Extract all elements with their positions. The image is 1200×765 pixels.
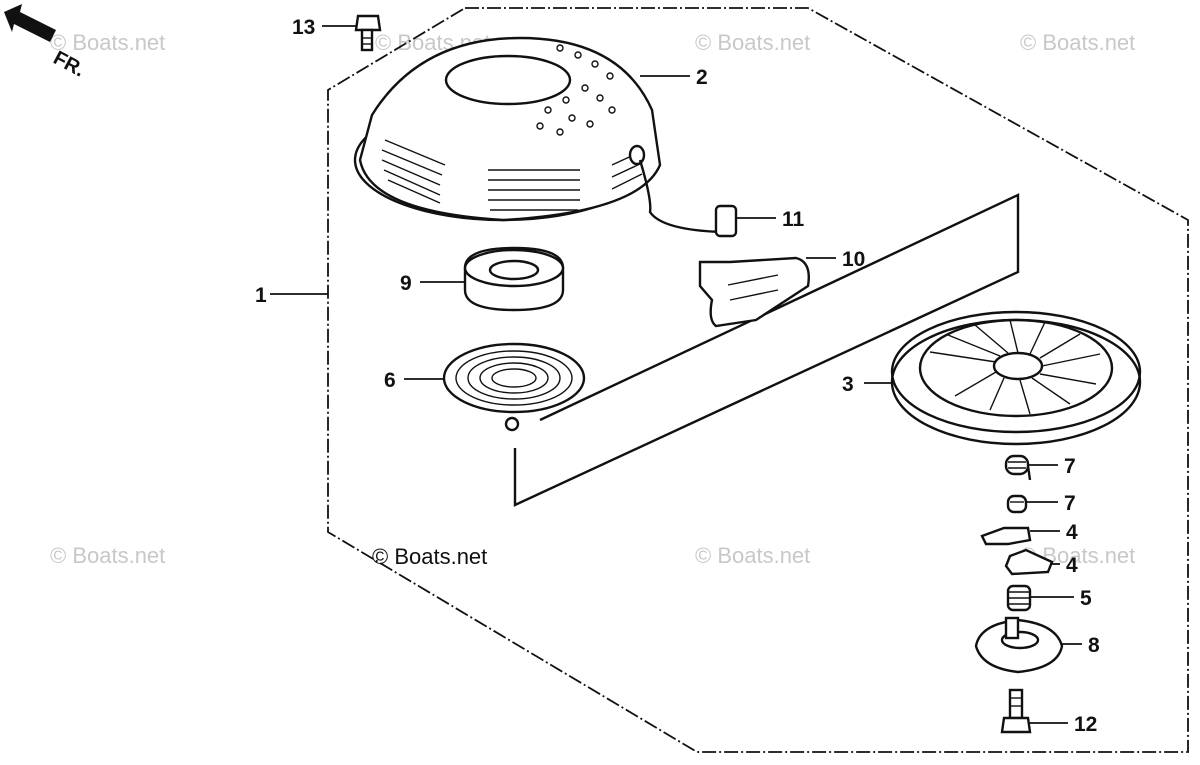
callout-4: 4 <box>1066 521 1078 544</box>
callout-2: 2 <box>696 66 708 89</box>
callout-6: 6 <box>384 369 396 392</box>
callout-13: 13 <box>292 16 315 39</box>
reel-hub <box>992 351 1044 381</box>
spring-cover-hole <box>488 259 540 281</box>
callout-7: 7 <box>1064 455 1076 478</box>
callout-4: 4 <box>1066 554 1078 577</box>
spring-hook <box>504 416 520 432</box>
callout-9: 9 <box>400 272 412 295</box>
callout-3: 3 <box>842 373 854 396</box>
callout-12: 12 <box>1074 713 1097 736</box>
watermark: © Boats.net <box>695 30 810 55</box>
callout-labels: 1 2 3 4 4 5 6 7 7 8 9 10 11 12 13 <box>255 16 1100 736</box>
arrow-left-icon <box>4 4 56 42</box>
setting-bolt <box>1000 688 1032 734</box>
callout-10: 10 <box>842 248 865 271</box>
fan-cover <box>353 36 662 222</box>
fan-cover-body <box>358 36 662 222</box>
watermark: © Boats.net <box>1020 30 1135 55</box>
starter-reel <box>890 310 1142 446</box>
starter-grip-body <box>698 256 810 328</box>
rope-line <box>638 159 723 234</box>
callout-11: 11 <box>782 208 805 231</box>
callout-7: 7 <box>1064 492 1076 515</box>
callout-1: 1 <box>255 284 267 307</box>
watermark-layer: © Boats.net © Boats.net © Boats.net © Bo… <box>50 30 1135 568</box>
fan-cover-opening <box>444 54 572 106</box>
assembly-boundary <box>327 7 1189 753</box>
spring-outer <box>442 342 586 414</box>
starter-rope <box>638 159 738 238</box>
reel-spokes <box>929 319 1101 415</box>
ratchet-lower <box>1004 548 1054 576</box>
fan-cover-vents <box>536 44 616 136</box>
friction-plate-tab <box>1004 616 1020 640</box>
ratchet-spring <box>1004 454 1032 481</box>
inner-bracket <box>513 193 1020 507</box>
spring-cover <box>463 246 565 312</box>
ratchet-upper <box>980 526 1032 546</box>
watermark: © Boats.net <box>50 543 165 568</box>
watermark: © Boats.net <box>50 30 165 55</box>
rope-guide <box>628 144 646 166</box>
friction-plate <box>974 616 1064 674</box>
leader-lines <box>270 25 1082 724</box>
recoil-spring <box>442 342 586 432</box>
flange-bolt <box>354 14 382 52</box>
credit-text: © Boats.net <box>372 544 487 569</box>
callout-8: 8 <box>1088 634 1100 657</box>
callout-5: 5 <box>1080 587 1092 610</box>
starter-grip <box>698 256 810 328</box>
watermark: © Boats.net <box>695 543 810 568</box>
ratchet-spring-lower <box>1006 494 1028 514</box>
friction-spring <box>1006 584 1032 612</box>
rope-end <box>714 204 738 238</box>
